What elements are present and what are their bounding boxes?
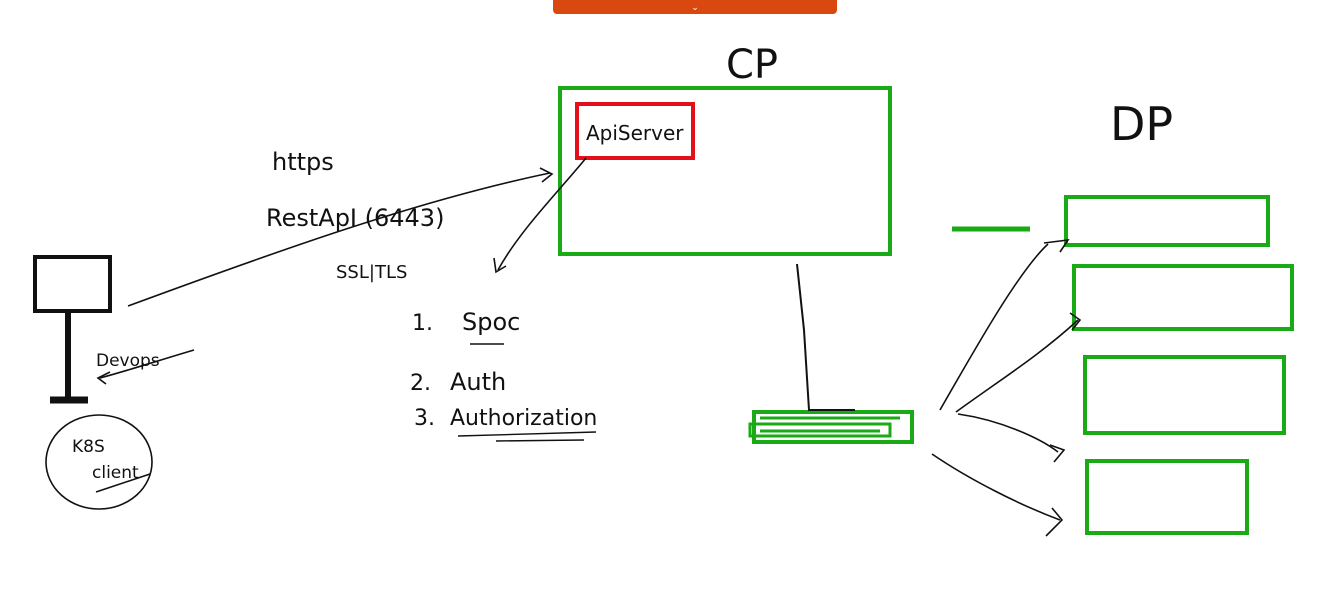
control-plane-box	[558, 86, 892, 256]
node-box-2	[1072, 264, 1294, 331]
node-box-4	[1085, 459, 1249, 535]
devops-arrow	[96, 349, 195, 385]
list-num-1: 1.	[412, 311, 433, 336]
list-item-1: Spoc	[462, 308, 520, 336]
api-server-box	[575, 102, 695, 160]
list-item-3: Authorization	[450, 406, 597, 431]
client-monitor	[33, 255, 112, 404]
request-arrow	[127, 167, 554, 307]
client-label: client	[92, 463, 139, 483]
collapse-tab[interactable]: ⌄	[553, 0, 837, 14]
k8s-label: K8S	[72, 437, 105, 457]
client-underline	[95, 473, 151, 493]
https-label: https	[272, 148, 334, 176]
k8s-client-circle	[45, 414, 153, 510]
stack-to-node-arrows	[931, 238, 1082, 537]
server-stack	[748, 410, 914, 444]
control-plane-label: CP	[726, 42, 778, 88]
steps-list: 1. Spoc 2. Auth 3. Authorization	[410, 308, 597, 442]
list-num-2: 2.	[410, 371, 431, 396]
ssl-tls-label: SSL|TLS	[336, 262, 407, 283]
api-to-list-arrow	[493, 157, 587, 274]
node-box-3	[1083, 355, 1286, 435]
devops-label: Devops	[96, 351, 160, 371]
data-plane-label: DP	[1110, 97, 1173, 151]
rest-api-label: RestApI (6443)	[266, 204, 444, 232]
list-item-2: Auth	[450, 368, 506, 396]
api-server-label: ApiServer	[586, 121, 684, 145]
cp-to-stack-line	[796, 263, 855, 411]
chevron-down-icon: ⌄	[691, 2, 699, 13]
list-num-3: 3.	[414, 406, 435, 431]
node-box-1	[1064, 195, 1270, 247]
